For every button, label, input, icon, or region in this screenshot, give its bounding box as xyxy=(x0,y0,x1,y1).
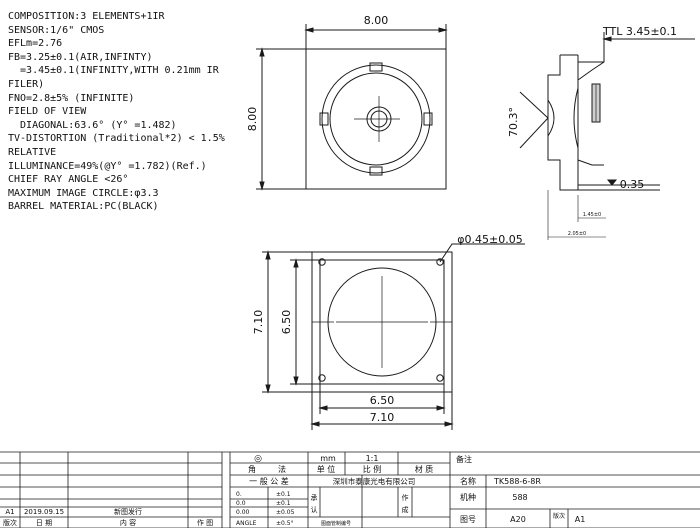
spec-line: COMPOSITION:3 ELEMENTS+1IR xyxy=(8,11,165,22)
top-view-outline xyxy=(305,48,447,190)
spec-line: =3.45±0.1(INFINITY,WITH 0.21mm IR xyxy=(8,65,219,77)
bottom-view xyxy=(262,243,525,430)
spec-line: ILLUMINANCE=49%(@Y° =1.782)(Ref.) xyxy=(8,160,207,172)
name-value: TK588-6-8R xyxy=(493,477,541,486)
header-cell: 比 例 xyxy=(363,464,382,474)
inner-height-dim: 6.50 xyxy=(280,310,293,335)
scale-value: 1:1 xyxy=(366,454,379,463)
stamp-label: 认 xyxy=(311,505,318,514)
rev-content: 新图发行 xyxy=(114,507,142,516)
tolerance-title: 一 般 公 差 xyxy=(249,476,289,486)
top-height-dim: 8.00 xyxy=(246,107,259,132)
side-view xyxy=(519,32,695,240)
model-label: 机种 xyxy=(460,492,476,502)
spec-line: SENSOR:1/6" CMOS xyxy=(8,24,105,36)
hole-dia-dim: φ0.45±0.05 xyxy=(457,233,522,246)
spec-line: FIELD OF VIEW xyxy=(8,106,87,118)
top-width-dim: 8.00 xyxy=(364,14,389,27)
rev-date: 2019.09.15 xyxy=(24,508,64,516)
stamp-label: 作 xyxy=(402,493,409,502)
side-small-dim-2: 2.05±0 xyxy=(568,231,587,237)
model-value: 588 xyxy=(512,493,527,502)
projection-symbol: ◎ xyxy=(254,454,262,464)
stamp-label: 承 xyxy=(311,493,318,502)
tol-range: 0.00 xyxy=(236,509,250,516)
ttl-dim: TTL 3.45±0.1 xyxy=(602,25,677,38)
outer-height-dim: 7.10 xyxy=(252,310,265,335)
mount-hole xyxy=(318,258,326,266)
version-label: 版次 xyxy=(553,512,565,520)
header-cell: 单 位 xyxy=(317,464,336,474)
outer-width-dim: 7.10 xyxy=(370,411,395,424)
spec-line: EFLm=2.76 xyxy=(8,38,63,50)
rev-header: 内 容 xyxy=(120,518,136,527)
tol-value: ±0.05 xyxy=(276,509,295,516)
spec-line: MAXIMUM IMAGE CIRCLE:φ3.3 xyxy=(8,187,159,199)
figure-value: A20 xyxy=(510,515,526,524)
tol-range: ANGLE xyxy=(236,520,257,527)
mount-hole xyxy=(318,374,326,382)
spec-line: CHIEF RAY ANGLE <26° xyxy=(8,174,129,186)
top-view xyxy=(256,24,448,191)
spec-line: DIAGONAL:63.6° (Y° =1.482) xyxy=(8,119,177,131)
thickness-dim: 0.35 xyxy=(620,178,645,191)
rev-header: 作 图 xyxy=(197,518,213,527)
tol-range: 0.0 xyxy=(236,500,246,507)
tol-value: ±0.1 xyxy=(276,500,291,507)
spec-line: FNO=2.8±5% (INFINITE) xyxy=(8,92,135,104)
lens-mount-ring xyxy=(329,72,423,166)
unit-value: mm xyxy=(320,454,336,463)
header-cell: 角 xyxy=(248,464,256,474)
spec-line: RELATIVE xyxy=(8,146,57,158)
rev-header: 日 期 xyxy=(36,519,52,527)
spec-line: FB=3.25±0.1(AIR,INFINTY) xyxy=(8,51,153,63)
name-label: 名称 xyxy=(460,476,476,486)
header-cell: 法 xyxy=(278,464,286,474)
company-name: 深圳市泰康光电有限公司 xyxy=(333,476,416,486)
spec-line: BARREL MATERIAL:PC(BLACK) xyxy=(8,201,159,213)
tol-range: 0. xyxy=(236,491,242,498)
inner-width-dim: 6.50 xyxy=(370,394,395,407)
spec-line: TV-DISTORTION (Traditional*2) < 1.5% xyxy=(8,133,225,145)
mount-hole xyxy=(436,374,444,382)
rev-header: 版次 xyxy=(3,518,17,527)
bottom-note: 图面管制编号 xyxy=(321,520,351,527)
mount-hole xyxy=(436,258,444,266)
tol-value: ±0.5° xyxy=(276,520,294,527)
angle-dim: 70.3° xyxy=(507,107,520,137)
side-small-dim-1: 1.45±0 xyxy=(583,212,602,218)
figure-label: 图号 xyxy=(460,515,476,524)
tol-value: ±0.1 xyxy=(276,491,291,498)
version-value: A1 xyxy=(575,515,586,524)
spec-line: FILER) xyxy=(8,78,45,90)
lens-mount-outer xyxy=(321,64,431,174)
spec-list: COMPOSITION:3 ELEMENTS+1IR SENSOR:1/6" CM… xyxy=(8,10,238,214)
title-block xyxy=(0,451,700,528)
stamp-label: 成 xyxy=(402,505,409,514)
rev-version: A1 xyxy=(5,508,14,516)
header-cell: 材 质 xyxy=(415,464,434,474)
remark-label: 备注 xyxy=(456,454,472,464)
